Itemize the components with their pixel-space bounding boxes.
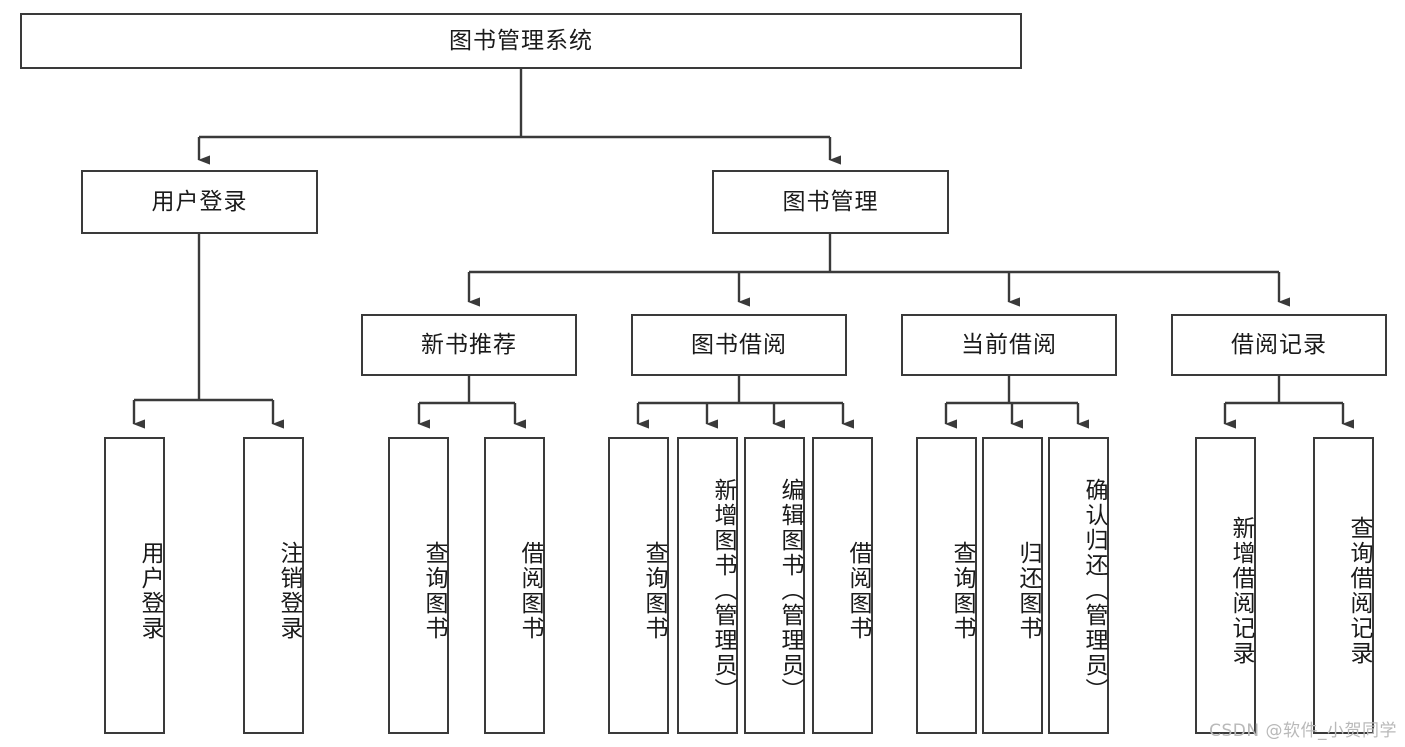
leaf-borrow-add-book-admin[interactable]: 新增图书（管理员） [677,437,738,734]
leaf-recommend-query-book[interactable]: 查询图书 [388,437,449,734]
node-label: 借阅记录 [1231,331,1327,358]
node-root-book-management-system[interactable]: 图书管理系统 [20,13,1022,69]
node-book-management[interactable]: 图书管理 [712,170,949,234]
node-label: 图书管理系统 [449,27,593,54]
node-label: 图书管理 [782,188,879,215]
node-label: 归还图书 [1015,540,1041,641]
node-label: 新增借阅记录 [1228,515,1254,666]
leaf-recommend-borrow-book[interactable]: 借阅图书 [484,437,545,734]
leaf-user-login-login[interactable]: 用户登录 [104,437,165,734]
node-book-borrow[interactable]: 图书借阅 [631,314,847,376]
node-label: 查询图书 [641,540,667,641]
leaf-current-return-book[interactable]: 归还图书 [982,437,1043,734]
leaf-user-login-logout[interactable]: 注销登录 [243,437,304,734]
node-label: 新增图书（管理员） [710,478,736,703]
node-label: 查询图书 [949,540,975,641]
node-label: 用户登录 [137,540,163,641]
leaf-record-add-borrow-record[interactable]: 新增借阅记录 [1195,437,1256,734]
node-label: 查询借阅记录 [1346,515,1372,666]
node-label: 用户登录 [151,188,248,215]
node-user-login[interactable]: 用户登录 [81,170,318,234]
node-current-borrow[interactable]: 当前借阅 [901,314,1117,376]
node-label: 确认归还（管理员） [1081,478,1107,703]
node-new-book-recommend[interactable]: 新书推荐 [361,314,577,376]
node-label: 编辑图书（管理员） [777,478,803,703]
node-label: 注销登录 [276,540,302,641]
leaf-record-query-borrow-record[interactable]: 查询借阅记录 [1313,437,1374,734]
node-label: 借阅图书 [517,540,543,641]
node-label: 图书借阅 [691,331,787,358]
node-label: 当前借阅 [961,331,1057,358]
node-label: 查询图书 [421,540,447,641]
node-label: 借阅图书 [845,540,871,641]
leaf-borrow-edit-book-admin[interactable]: 编辑图书（管理员） [744,437,805,734]
leaf-borrow-borrow-book[interactable]: 借阅图书 [812,437,873,734]
node-label: 新书推荐 [421,331,517,358]
leaf-borrow-query-book[interactable]: 查询图书 [608,437,669,734]
node-borrow-record[interactable]: 借阅记录 [1171,314,1387,376]
leaf-current-query-book[interactable]: 查询图书 [916,437,977,734]
leaf-current-confirm-return-admin[interactable]: 确认归还（管理员） [1048,437,1109,734]
